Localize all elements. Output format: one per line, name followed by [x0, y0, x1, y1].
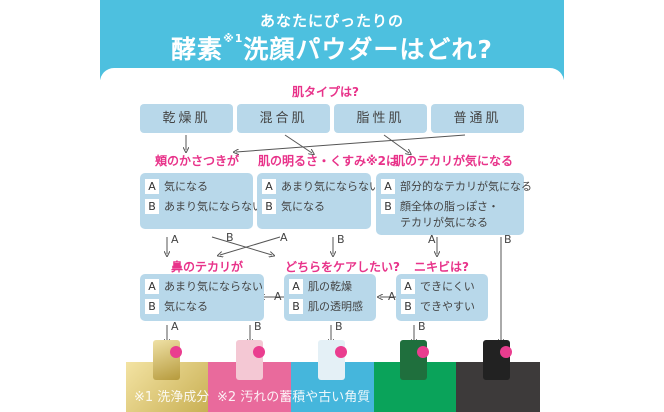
edge-label-a: A [171, 320, 179, 333]
question-nose-shine: 鼻のテカリが [171, 260, 244, 274]
edge-label-a: A [171, 233, 179, 246]
edge-label-b: B [254, 320, 262, 333]
product-green[interactable] [400, 340, 429, 380]
edge-label-a: A [428, 233, 436, 246]
product-gold[interactable] [153, 340, 182, 380]
product-pink[interactable] [236, 340, 265, 380]
question-care-preference: どちらをケアしたい? [285, 260, 400, 274]
header-banner [100, 0, 564, 80]
badge-icon [170, 346, 182, 358]
footnote-1: ※1 洗浄成分 [134, 390, 210, 405]
edge-label-b: B [337, 233, 345, 246]
header-subtitle: あなたにぴったりの [259, 12, 404, 30]
page-title: 酵素※1洗顔パウダーはどれ? [171, 32, 493, 64]
badge-icon [253, 346, 265, 358]
edge-label-b: B [335, 320, 343, 333]
badge-icon [500, 346, 512, 358]
product-black[interactable] [483, 340, 512, 380]
footnote-2: ※2 汚れの蓄積や古い角質 [217, 390, 371, 405]
badge-icon [335, 346, 347, 358]
skin-type-question: 肌タイプは? [292, 85, 359, 99]
edge-label-b: B [226, 231, 234, 244]
edge-label-a: A [388, 290, 396, 303]
skin-type-dry[interactable]: 乾燥肌 [140, 104, 233, 133]
skin-type-normal[interactable]: 普通肌 [431, 104, 524, 133]
edge-label-b: B [418, 320, 426, 333]
question-cheek-dryness: 頬のかさつきが [155, 154, 240, 168]
edge-label-a: A [280, 231, 288, 244]
question-brightness: 肌の明るさ・くすみ※2は [258, 154, 399, 168]
badge-icon [417, 346, 429, 358]
edge-label-a: A [274, 290, 282, 303]
skin-type-combination[interactable]: 混合肌 [237, 104, 330, 133]
skin-type-oily[interactable]: 脂性肌 [334, 104, 427, 133]
product-blue[interactable] [318, 340, 347, 380]
question-acne: ニキビは? [414, 260, 469, 274]
question-shine: 肌のテカリが気になる [393, 154, 514, 168]
edge-label-b: B [504, 233, 512, 246]
